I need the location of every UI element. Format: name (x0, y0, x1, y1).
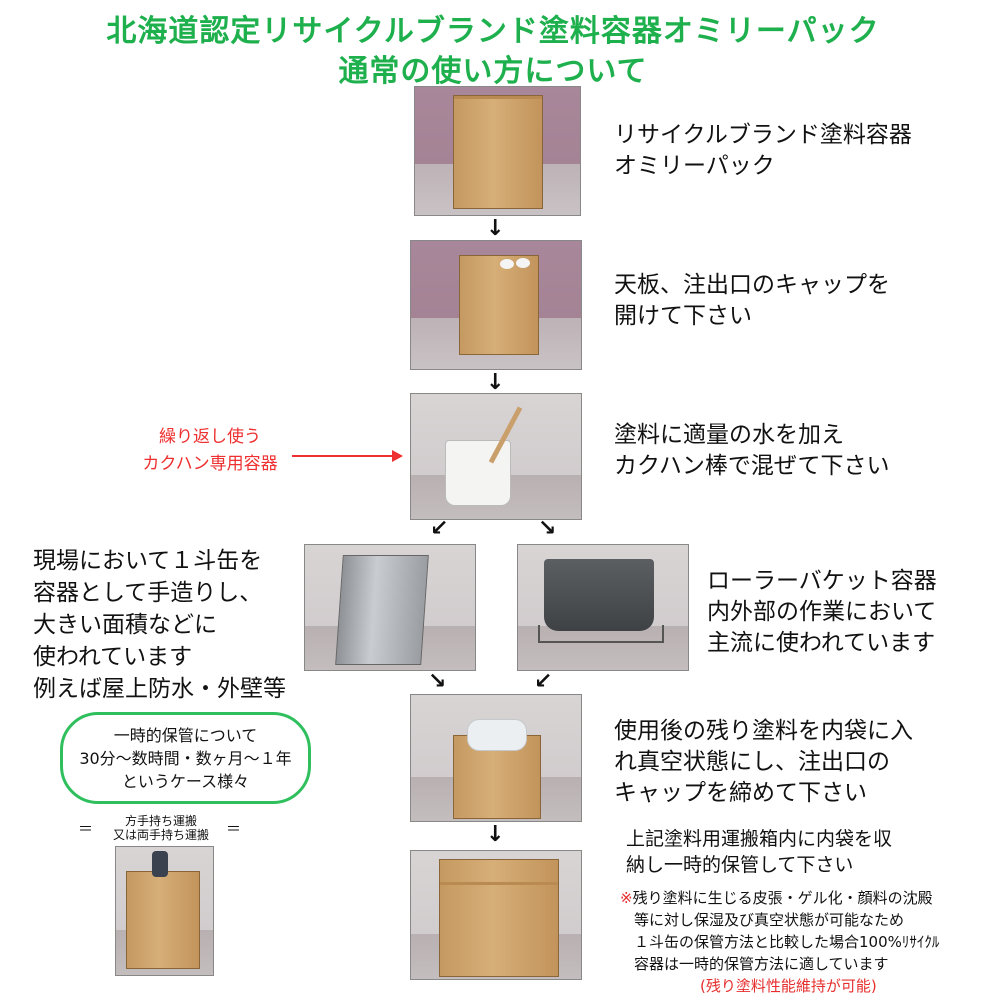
photo-stored-box (410, 850, 582, 980)
step3-text: 塗料に適量の水を加え カクハン棒で混ぜて下さい (614, 422, 890, 479)
storage-bubble: 一時的保管について 30分〜数時間・数ヶ月〜１年 というケース様々 (60, 712, 311, 804)
red-arrow-right-icon (292, 450, 403, 462)
step4-text: 使用後の残り塗料を内袋に入 れ真空状態にし、注出口の キャップを締めて下さい (614, 718, 913, 806)
arrow-down-left-icon: ↙ (430, 516, 449, 541)
photo-omiripack-open (410, 240, 582, 370)
footnote-line4: 容器は一時的保管方法に適しています (634, 955, 889, 973)
page-title: 北海道認定リサイクルブランド塗料容器オミリーパック (106, 14, 880, 49)
carry-label: 方手持ち運搬 又は両手持ち運搬 (112, 814, 209, 842)
footnote: ※残り塗料に生じる皮張・ゲル化・顔料の沈殿 等に対し保湿及び真空状態が可能なため… (620, 889, 940, 995)
arrow-down-right-icon: ↘ (538, 516, 557, 541)
footnote-highlight: (残り塗料性能維持が可能) (700, 977, 877, 995)
photo-tin-can (304, 544, 476, 671)
step1-text: リサイクルブランド塗料容器 オミリーパック (614, 122, 912, 179)
cardboard-box-icon (439, 859, 559, 977)
carry-eq-right: ＝ (226, 820, 242, 838)
photo-bagged-paint (410, 694, 582, 822)
footnote-line3: １斗缶の保管方法と比較した場合100%ﾘｻｲｸﾙ (634, 933, 940, 951)
arrow-down-icon: ↓ (486, 822, 505, 847)
cardboard-box-icon (453, 95, 543, 209)
arrow-down-right-icon: ↘ (428, 669, 447, 694)
roller-bucket-icon (544, 559, 654, 631)
photo-mixing-bucket (410, 393, 582, 520)
cardboard-box-icon (126, 871, 200, 969)
photo-roller-bucket (517, 544, 689, 671)
bucket-label: 繰り返し使う カクハン専用容器 (142, 427, 278, 474)
page-subtitle: 通常の使い方について (338, 54, 648, 89)
footnote-line1: 残り塗料に生じる皮張・ゲル化・顔料の沈殿 (632, 889, 933, 907)
arrow-down-left-icon: ↙ (534, 669, 553, 694)
footnote-line2: 等に対し保湿及び真空状態が可能なため (634, 911, 905, 929)
carry-eq-left: ＝ (78, 820, 94, 838)
photo-omiripack-closed (414, 86, 581, 216)
tin-can-icon (335, 555, 429, 665)
arrow-down-icon: ↓ (486, 370, 505, 395)
step5-text: 上記塗料用運搬箱内に内袋を収 納し一時的保管して下さい (626, 828, 893, 876)
photo-carry (115, 846, 214, 976)
left-note: 現場において１斗缶を 容器として手造りし、 大きい面積などに 使われています 例… (33, 548, 286, 702)
arrow-down-icon: ↓ (486, 216, 505, 241)
white-bucket-icon (445, 440, 511, 506)
cardboard-box-icon (459, 255, 539, 355)
step2-text: 天板、注出口のキャップを 開けて下さい (614, 272, 890, 329)
right-note: ローラーバケット容器 内外部の作業において 主流に使われています (707, 568, 937, 656)
